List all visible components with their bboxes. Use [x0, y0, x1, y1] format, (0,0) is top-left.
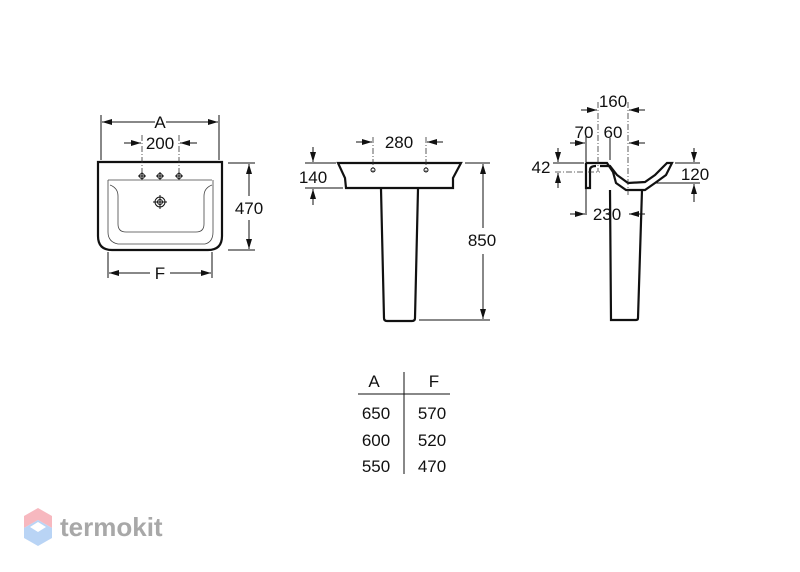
basin-profile	[586, 161, 674, 192]
dim-f: F	[155, 264, 165, 283]
table-cell: 650	[362, 404, 390, 423]
front-view: A 200 470 F	[96, 113, 263, 283]
table-cell: 470	[418, 457, 446, 476]
dim-a: A	[154, 113, 166, 132]
table-cell: 600	[362, 431, 390, 450]
dim-60: 60	[604, 123, 623, 142]
dim-160: 160	[599, 92, 627, 111]
dim-850: 850	[468, 231, 496, 250]
termokit-logo-icon	[24, 508, 52, 546]
dim-230: 230	[593, 205, 621, 224]
size-table: A F 650 570 600 520 550 470	[358, 372, 450, 476]
pedestal-view: 280 140 850	[299, 133, 496, 323]
table-cell: 550	[362, 457, 390, 476]
dim-280: 280	[385, 133, 413, 152]
watermark-text: termokit	[60, 511, 163, 542]
dim-70: 70	[575, 123, 594, 142]
dim-140: 140	[299, 168, 327, 187]
tap-holes	[138, 172, 183, 180]
pedestal-outline	[608, 189, 644, 322]
dim-120: 120	[681, 165, 709, 184]
table-header-a: A	[368, 372, 380, 391]
dim-470: 470	[235, 199, 263, 218]
table-cell: 570	[418, 404, 446, 423]
basin-outline	[336, 161, 463, 190]
table-cell: 520	[418, 431, 446, 450]
pedestal-outline	[379, 188, 420, 323]
side-view: 160 70 60 42 120 230	[532, 92, 709, 322]
termokit-watermark: termokit	[24, 508, 163, 546]
dim-42: 42	[532, 158, 551, 177]
basin-outline	[96, 160, 224, 252]
dim-200: 200	[146, 134, 174, 153]
table-header-f: F	[429, 372, 439, 391]
